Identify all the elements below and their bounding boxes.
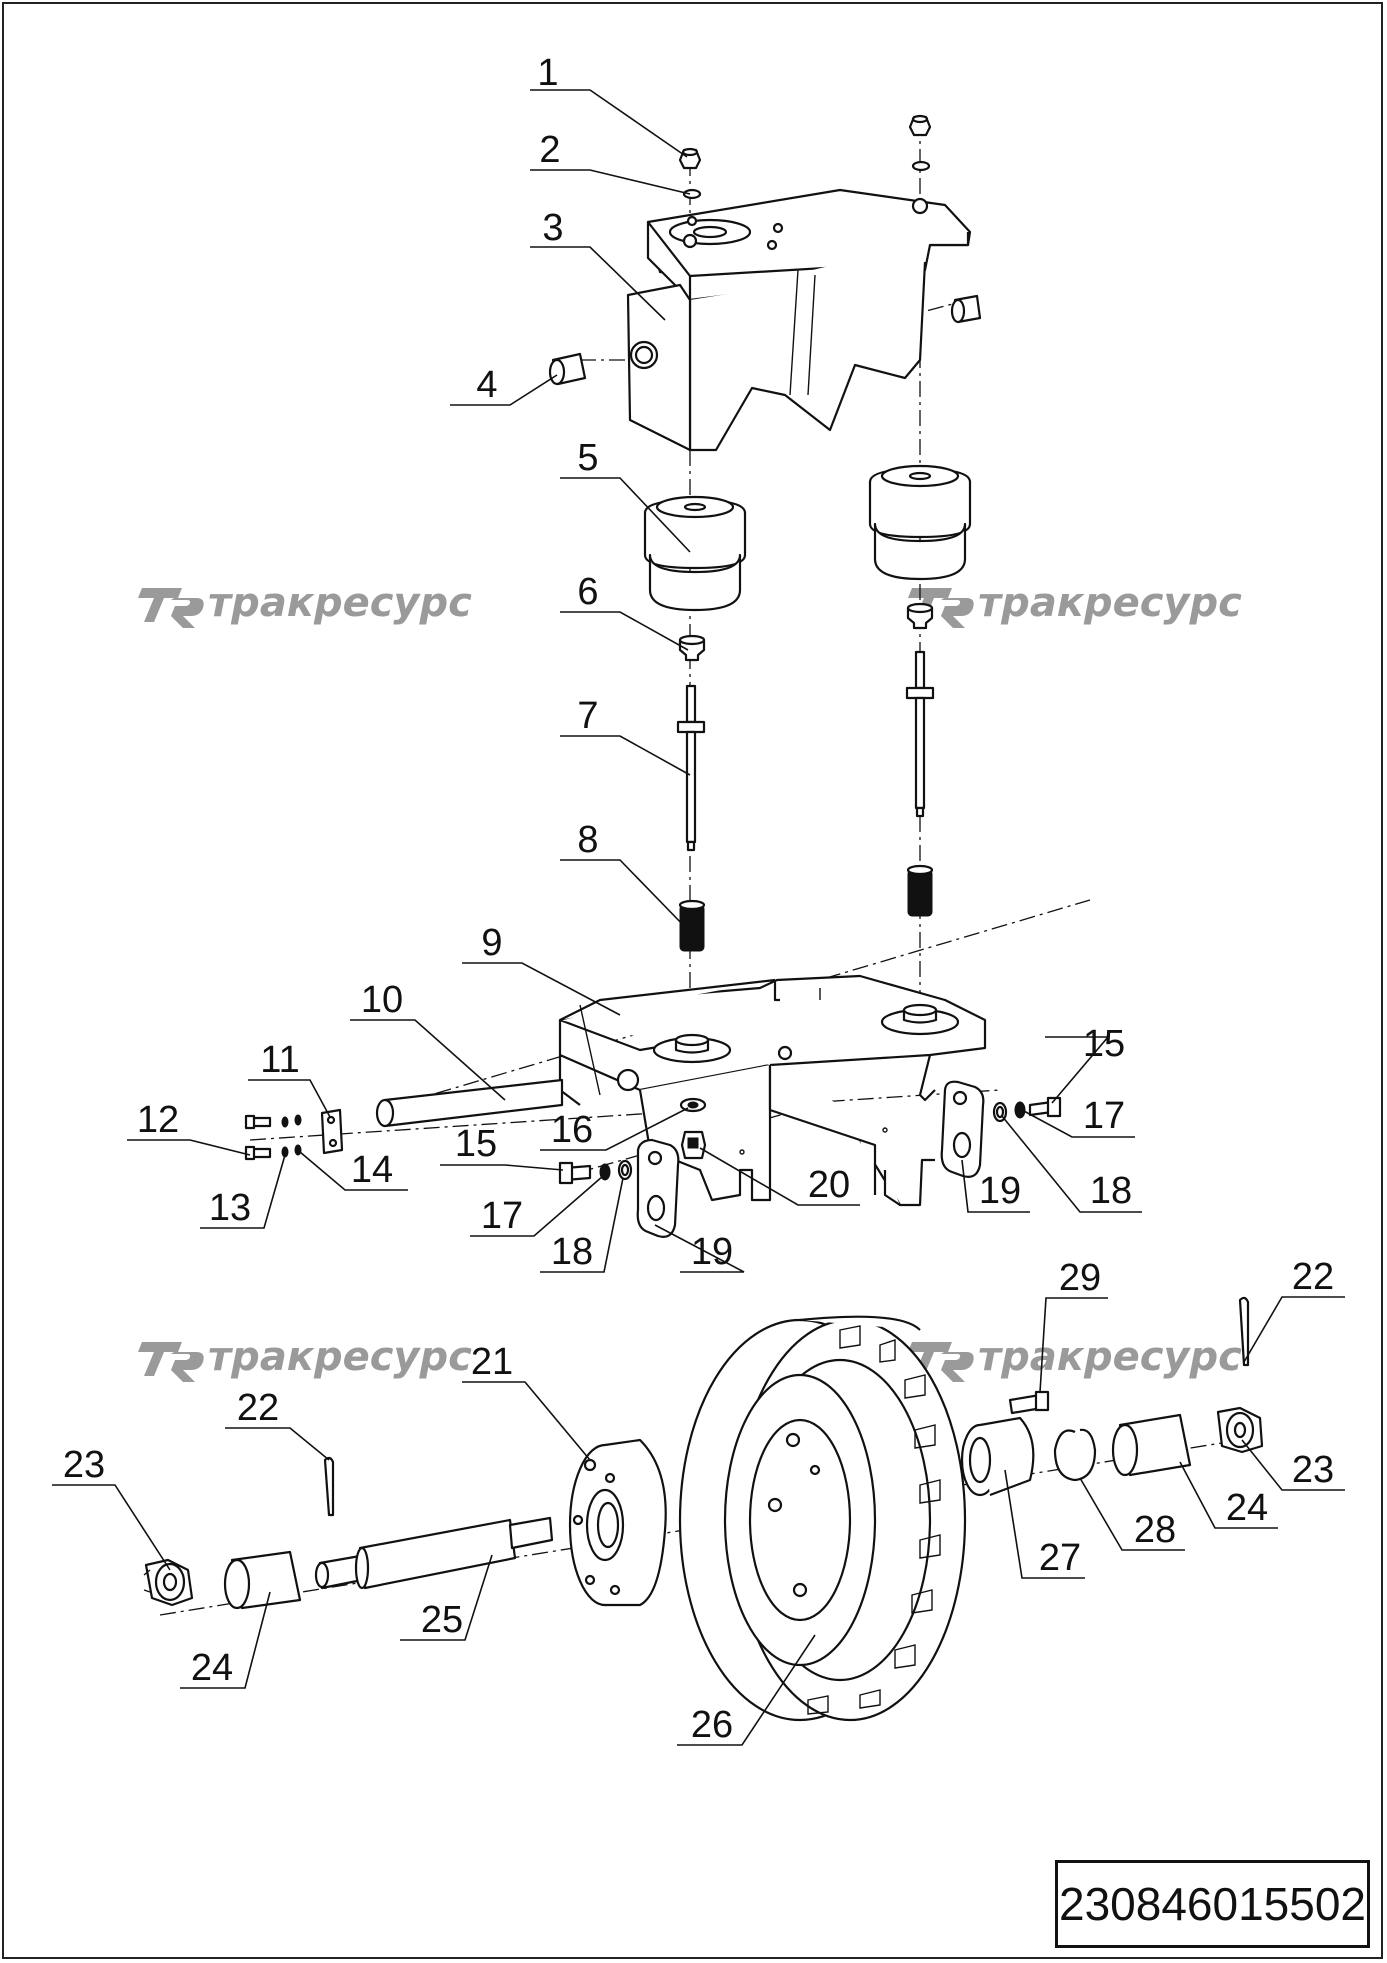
grease-fitting-part-29 [1008,1390,1050,1415]
washer-part-2-right [911,160,931,172]
washer-part-17-right [1014,1101,1026,1119]
watermark-text: тракресурс [208,1334,472,1380]
watermark-3: тракресурс [138,1334,472,1382]
bushing-part-24-right [1111,1413,1192,1477]
bushing-part-4-right [950,294,982,324]
bolts-part-12 [244,1114,272,1161]
callout-11: 11 [260,1039,299,1081]
pin-part-7-right [905,650,935,818]
callout-2: 2 [539,129,560,171]
watermark-logo-icon [138,588,204,628]
hub-part-21 [568,1438,667,1607]
callout-5: 5 [577,437,598,479]
rubber-mount-part-5-right [868,464,972,581]
callout-15-left: 15 [455,1123,497,1165]
bearing-part-27 [960,1416,1035,1497]
document-number-box: 230846015502 [1055,1860,1370,1948]
callout-22-left: 22 [237,1387,279,1429]
document-number: 230846015502 [1059,1878,1366,1930]
watermark-text: тракресурс [978,1334,1242,1380]
upper-bracket [626,188,972,452]
nut-part-1-right [908,114,932,137]
nut-part-1-left [678,147,702,170]
leader-lines [52,89,1345,1746]
plate-part-19-right [940,1080,985,1178]
callout-20: 20 [808,1164,850,1206]
watermark-text: тракресурс [208,580,472,626]
callout-21: 21 [471,1341,513,1383]
lower-bracket [558,974,987,1207]
callout-25: 25 [421,1599,463,1641]
circlip-part-28 [1053,1428,1097,1482]
bolt-part-15-right [1028,1096,1062,1118]
sleeve-part-6-right [906,602,934,630]
callout-22-right: 22 [1292,1256,1334,1298]
spring-part-8-right [906,864,934,917]
callout-12: 12 [137,1099,179,1141]
axle-shaft-part-25 [314,1516,554,1590]
washers-part-13-14 [281,1114,302,1158]
callout-27: 27 [1039,1537,1081,1579]
callout-1: 1 [537,52,558,94]
watermark-text: тракресурс [978,580,1242,626]
callout-28: 28 [1134,1509,1176,1551]
callout-29: 29 [1059,1257,1101,1299]
callout-3: 3 [542,207,563,249]
callout-6: 6 [577,571,598,613]
callout-23-left: 23 [63,1444,105,1486]
watermark-4: тракресурс [908,1334,1242,1382]
bushing-part-4-left [548,352,587,386]
washer-part-18-left [617,1159,633,1181]
axle-part-10 [375,1078,564,1128]
cotter-pin-part-22-left [323,1456,335,1517]
bushing-part-24-left [223,1550,302,1610]
callout-24-left: 24 [191,1647,233,1689]
callout-17-right: 17 [1083,1095,1125,1137]
spring-part-8-left [678,899,706,952]
callout-labels: 1 2 3 4 5 6 7 8 9 10 11 12 13 14 15 15 1… [63,52,1334,1746]
callout-16: 16 [551,1109,593,1151]
callout-18-right: 18 [1090,1170,1132,1212]
bolt-part-15-left [558,1161,592,1185]
callout-17-left: 17 [481,1195,523,1237]
callout-10: 10 [361,979,403,1021]
watermark-1: тракресурс [138,580,472,628]
wheel-part-26 [678,1315,967,1722]
callout-26: 26 [691,1704,733,1746]
pin-part-7-left [676,684,706,852]
callout-7: 7 [577,695,598,737]
callout-23-right: 23 [1292,1449,1334,1491]
callout-19-left: 19 [691,1231,733,1273]
watermark-logo-icon [138,1342,204,1382]
nut-part-20 [680,1130,707,1160]
callout-8: 8 [577,819,598,861]
callout-4: 4 [476,364,497,406]
rubber-mount-part-5-left [643,495,747,612]
callout-14: 14 [351,1149,393,1191]
castle-nut-part-23-left [143,1558,194,1607]
callout-19-right: 19 [979,1170,1021,1212]
plate-part-19-left [636,1138,680,1238]
watermark-2: тракресурс [908,580,1242,628]
callout-24-right: 24 [1226,1487,1268,1529]
washer-part-2-left [682,188,702,200]
callout-18-left: 18 [551,1231,593,1273]
castle-nut-part-23-right [1216,1406,1264,1454]
callout-15-right: 15 [1083,1023,1125,1065]
lock-plate-part-11 [320,1108,344,1155]
sleeve-part-6-left [678,634,706,662]
callout-9: 9 [481,922,502,964]
callout-13: 13 [209,1187,251,1229]
